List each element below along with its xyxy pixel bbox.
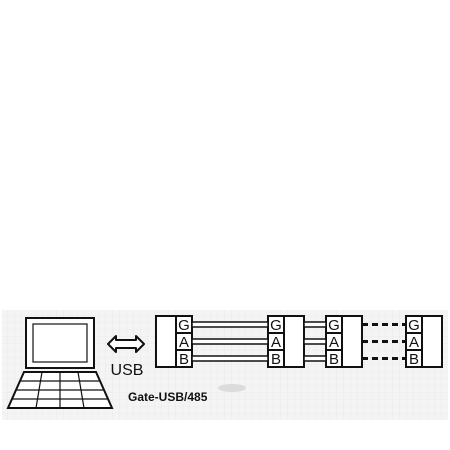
usb-label: USB xyxy=(111,362,144,379)
terminal-label-a: A xyxy=(271,334,281,351)
terminal-label-g: G xyxy=(178,317,190,334)
smudge-mark xyxy=(218,384,246,392)
terminal-label-g: G xyxy=(328,317,340,334)
keyboard-grid xyxy=(13,371,107,409)
terminal-label-a: A xyxy=(409,334,419,351)
terminal-block-housing xyxy=(283,315,305,368)
terminal-block-housing xyxy=(155,315,177,368)
terminal-block-3: GAB xyxy=(325,315,363,368)
terminal-label-b: B xyxy=(329,351,339,368)
wire-g-segment-2 xyxy=(303,321,327,328)
wire-g-segment-1 xyxy=(191,321,269,328)
terminal-block-housing xyxy=(341,315,363,368)
terminal-label-a: A xyxy=(329,334,339,351)
terminal-label-g: G xyxy=(408,317,420,334)
terminal-block-4: GAB xyxy=(405,315,443,368)
terminal-block-2: GAB xyxy=(267,315,305,368)
wire-b-segment-2 xyxy=(303,355,327,362)
laptop-icon xyxy=(6,317,114,409)
wire-b-segment-1 xyxy=(191,355,269,362)
terminal-block-housing xyxy=(421,315,443,368)
terminal-label-b: B xyxy=(271,351,281,368)
bus-wires xyxy=(191,321,406,362)
wire-a-segment-1 xyxy=(191,338,269,345)
terminal-label-b: B xyxy=(409,351,419,368)
wire-a-segment-2 xyxy=(303,338,327,345)
terminal-label-b: B xyxy=(179,351,189,368)
terminal-label-a: A xyxy=(179,334,189,351)
gateway-label: Gate-USB/485 xyxy=(128,390,208,404)
bidirectional-arrow-icon xyxy=(107,335,145,353)
terminal-block-1: GAB xyxy=(155,315,193,368)
terminal-label-g: G xyxy=(270,317,282,334)
